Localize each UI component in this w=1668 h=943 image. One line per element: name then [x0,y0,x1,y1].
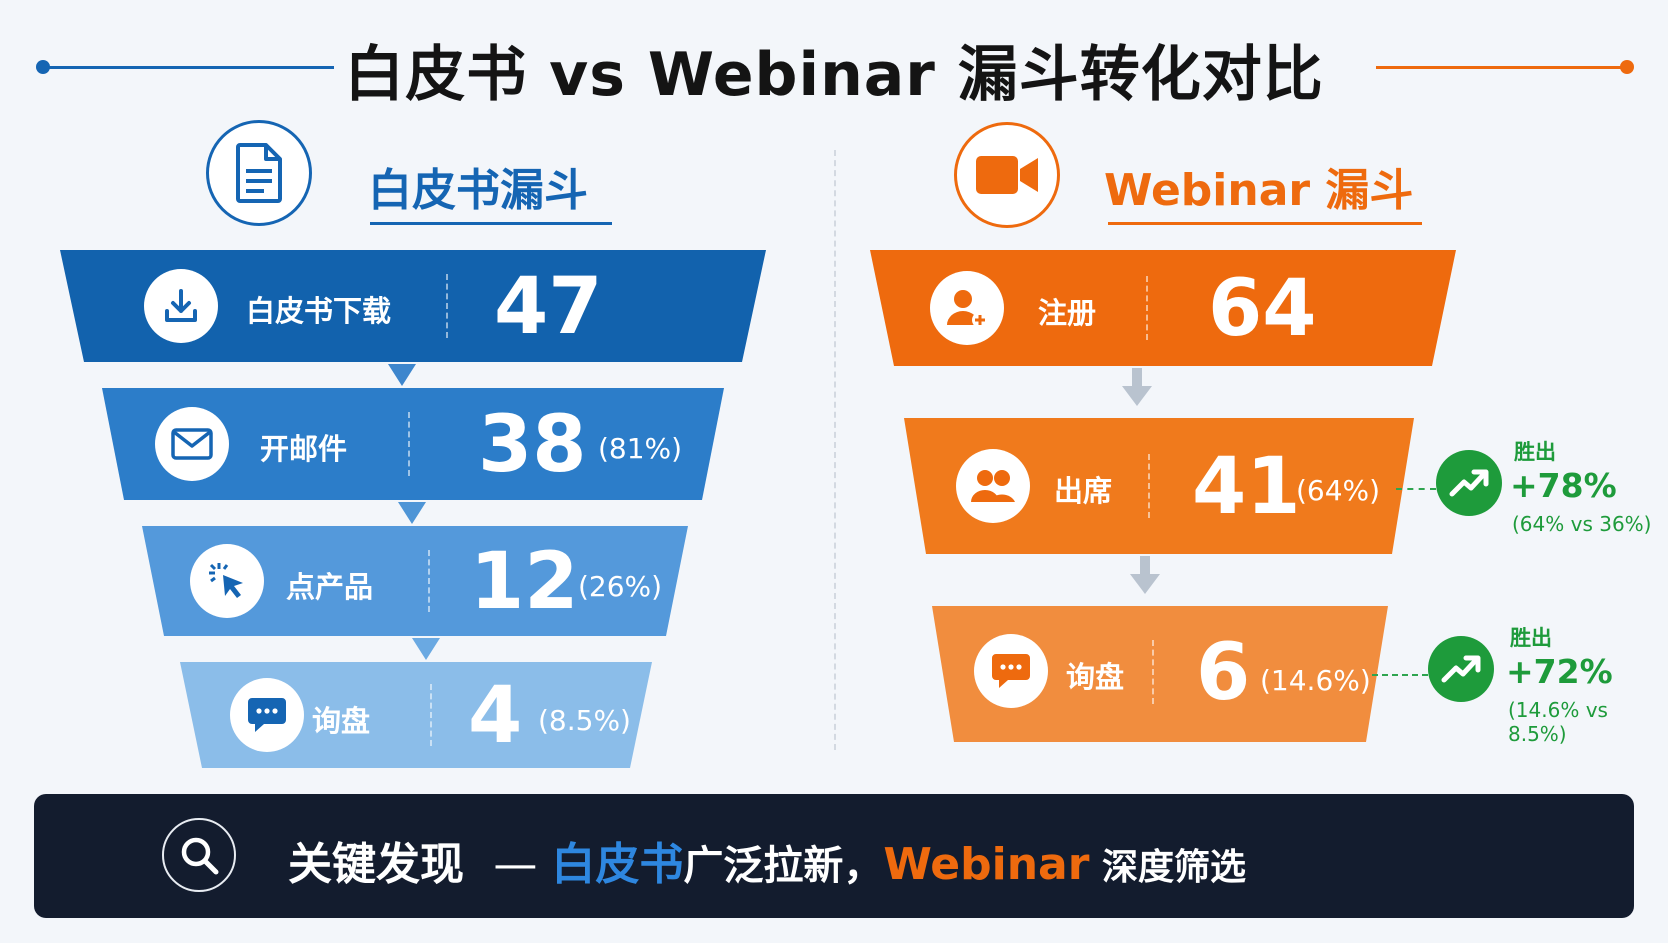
win-label: 胜出 [1510,626,1552,650]
stage-separator [1148,454,1150,518]
funnel-stage-inquiry: 询盘 4 (8.5%) [176,662,656,768]
video-camera-icon [954,122,1060,228]
down-arrow [1132,368,1142,388]
download-icon [144,269,218,343]
column-divider [834,150,836,750]
stage-percent: (14.6%) [1260,664,1371,697]
stage-label: 点产品 [286,570,374,604]
header-dot-right [1620,60,1634,74]
header-line-left [44,66,334,69]
trend-up-icon [1428,636,1494,702]
banner-whitepaper-note: 广泛拉新， [683,843,884,889]
banner-heading: 关键发现 [288,839,464,890]
stage-shape [60,250,766,362]
stage-shape [102,388,724,500]
down-arrow [412,638,440,660]
envelope-icon [155,407,229,481]
stage-value: 64 [1208,264,1317,354]
stage-separator [428,550,430,612]
funnel-stage-download: 白皮书下载 47 [56,250,770,362]
stage-shape [904,418,1414,554]
banner-dash: — [493,839,538,890]
left-funnel-title: 白皮书漏斗 [368,165,588,216]
stage-percent: (8.5%) [538,704,631,737]
stage-shape [932,606,1388,742]
funnel-stage-register: 注册 64 [866,250,1460,366]
funnel-stage-open-email: 开邮件 38 (81%) [98,388,728,500]
banner-webinar: Webinar [883,839,1090,890]
down-arrow [1140,556,1150,576]
stage-percent: (64%) [1296,474,1381,507]
stage-separator [1152,640,1154,704]
stage-value: 12 [470,537,579,627]
win-detail: (64% vs 36%) [1512,512,1652,536]
banner-text: 关键发现 — 白皮书广泛拉新，Webinar 深度筛选 [288,828,1246,892]
header-line-right [1376,66,1626,69]
down-arrow [1122,386,1152,406]
trend-up-icon [1436,450,1502,516]
down-arrow [1130,574,1160,594]
stage-value: 4 [468,671,523,761]
stage-label: 询盘 [312,704,371,738]
right-title-underline [1108,222,1422,225]
funnel-stage-click-product: 点产品 12 (26%) [138,526,692,636]
cursor-click-icon [190,544,264,618]
win-detail: (14.6% vs 8.5%) [1508,698,1608,746]
right-funnel-title: Webinar 漏斗 [1104,165,1414,216]
funnel-stage-attend: 出席 41 (64%) [900,418,1418,554]
win-value: +72% [1506,652,1613,691]
banner-webinar-note: 深度筛选 [1089,847,1246,888]
stage-label: 询盘 [1066,660,1125,694]
win-label: 胜出 [1514,440,1556,464]
left-title-underline [370,222,612,225]
stage-label: 注册 [1038,296,1097,330]
user-add-icon [930,271,1004,345]
header-dot-left [36,60,50,74]
chat-bubble-icon [230,678,304,752]
stage-value: 47 [494,262,603,352]
users-icon [956,449,1030,523]
down-arrow [398,502,426,524]
win-connector [1396,488,1436,490]
banner-whitepaper: 白皮书 [551,839,684,890]
stage-value: 6 [1196,628,1251,718]
stage-label: 出席 [1054,474,1113,508]
stage-separator [1146,276,1148,340]
stage-separator [446,274,448,338]
stage-shape [142,526,688,636]
stage-label: 开邮件 [260,432,348,466]
chat-bubble-icon [974,634,1048,708]
win-connector [1372,674,1428,676]
key-finding-banner: 关键发现 — 白皮书广泛拉新，Webinar 深度筛选 [34,794,1634,918]
stage-separator [408,412,410,476]
page-title: 白皮书 vs Webinar 漏斗转化对比 [344,40,1324,110]
stage-shape [870,250,1456,366]
win-value: +78% [1510,466,1617,505]
stage-value: 41 [1192,442,1301,532]
stage-value: 38 [478,400,587,490]
search-icon [162,818,236,892]
stage-separator [430,684,432,746]
document-icon [206,120,312,226]
stage-label: 白皮书下载 [246,294,392,328]
stage-percent: (81%) [598,432,683,465]
down-arrow [388,364,416,386]
stage-percent: (26%) [578,570,663,603]
stage-shape [180,662,652,768]
funnel-stage-inquiry-webinar: 询盘 6 (14.6%) [928,606,1392,742]
